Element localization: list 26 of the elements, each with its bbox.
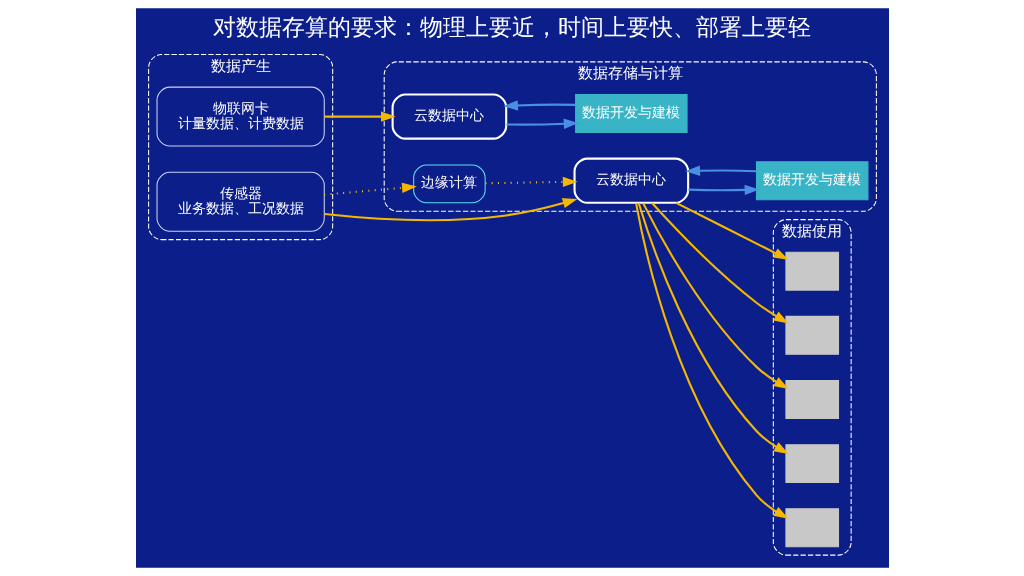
node-box bbox=[784, 251, 839, 291]
arrow bbox=[323, 182, 417, 196]
node-box: 数据开发与建模 bbox=[755, 161, 868, 201]
node-box bbox=[784, 315, 839, 355]
node-box bbox=[784, 380, 839, 419]
node-box bbox=[784, 444, 839, 484]
arrow bbox=[641, 202, 789, 390]
arrow bbox=[687, 184, 759, 196]
node-box: 数据开发与建模 bbox=[574, 93, 688, 133]
node-box: 云数据中心 bbox=[391, 93, 507, 140]
arrow bbox=[485, 176, 578, 188]
arrow bbox=[505, 118, 578, 129]
arrow bbox=[502, 100, 575, 111]
arrow bbox=[637, 202, 789, 455]
diagram-title: 对数据存算的要求：物理上要近，时间上要快、部署上要轻 bbox=[213, 14, 811, 41]
node-box: 边缘计算 bbox=[412, 164, 486, 204]
arrow bbox=[323, 198, 577, 222]
arrow bbox=[634, 202, 789, 519]
arrow bbox=[675, 201, 788, 260]
arrow bbox=[323, 111, 396, 122]
node-box bbox=[784, 508, 839, 548]
node-box: 物联网卡 计量数据、计费数据 bbox=[156, 86, 325, 147]
arrow bbox=[684, 165, 756, 176]
node-box: 云数据中心 bbox=[573, 157, 689, 204]
node-box: 传感器 业务数据、工况数据 bbox=[156, 171, 325, 232]
arrow bbox=[650, 202, 789, 324]
